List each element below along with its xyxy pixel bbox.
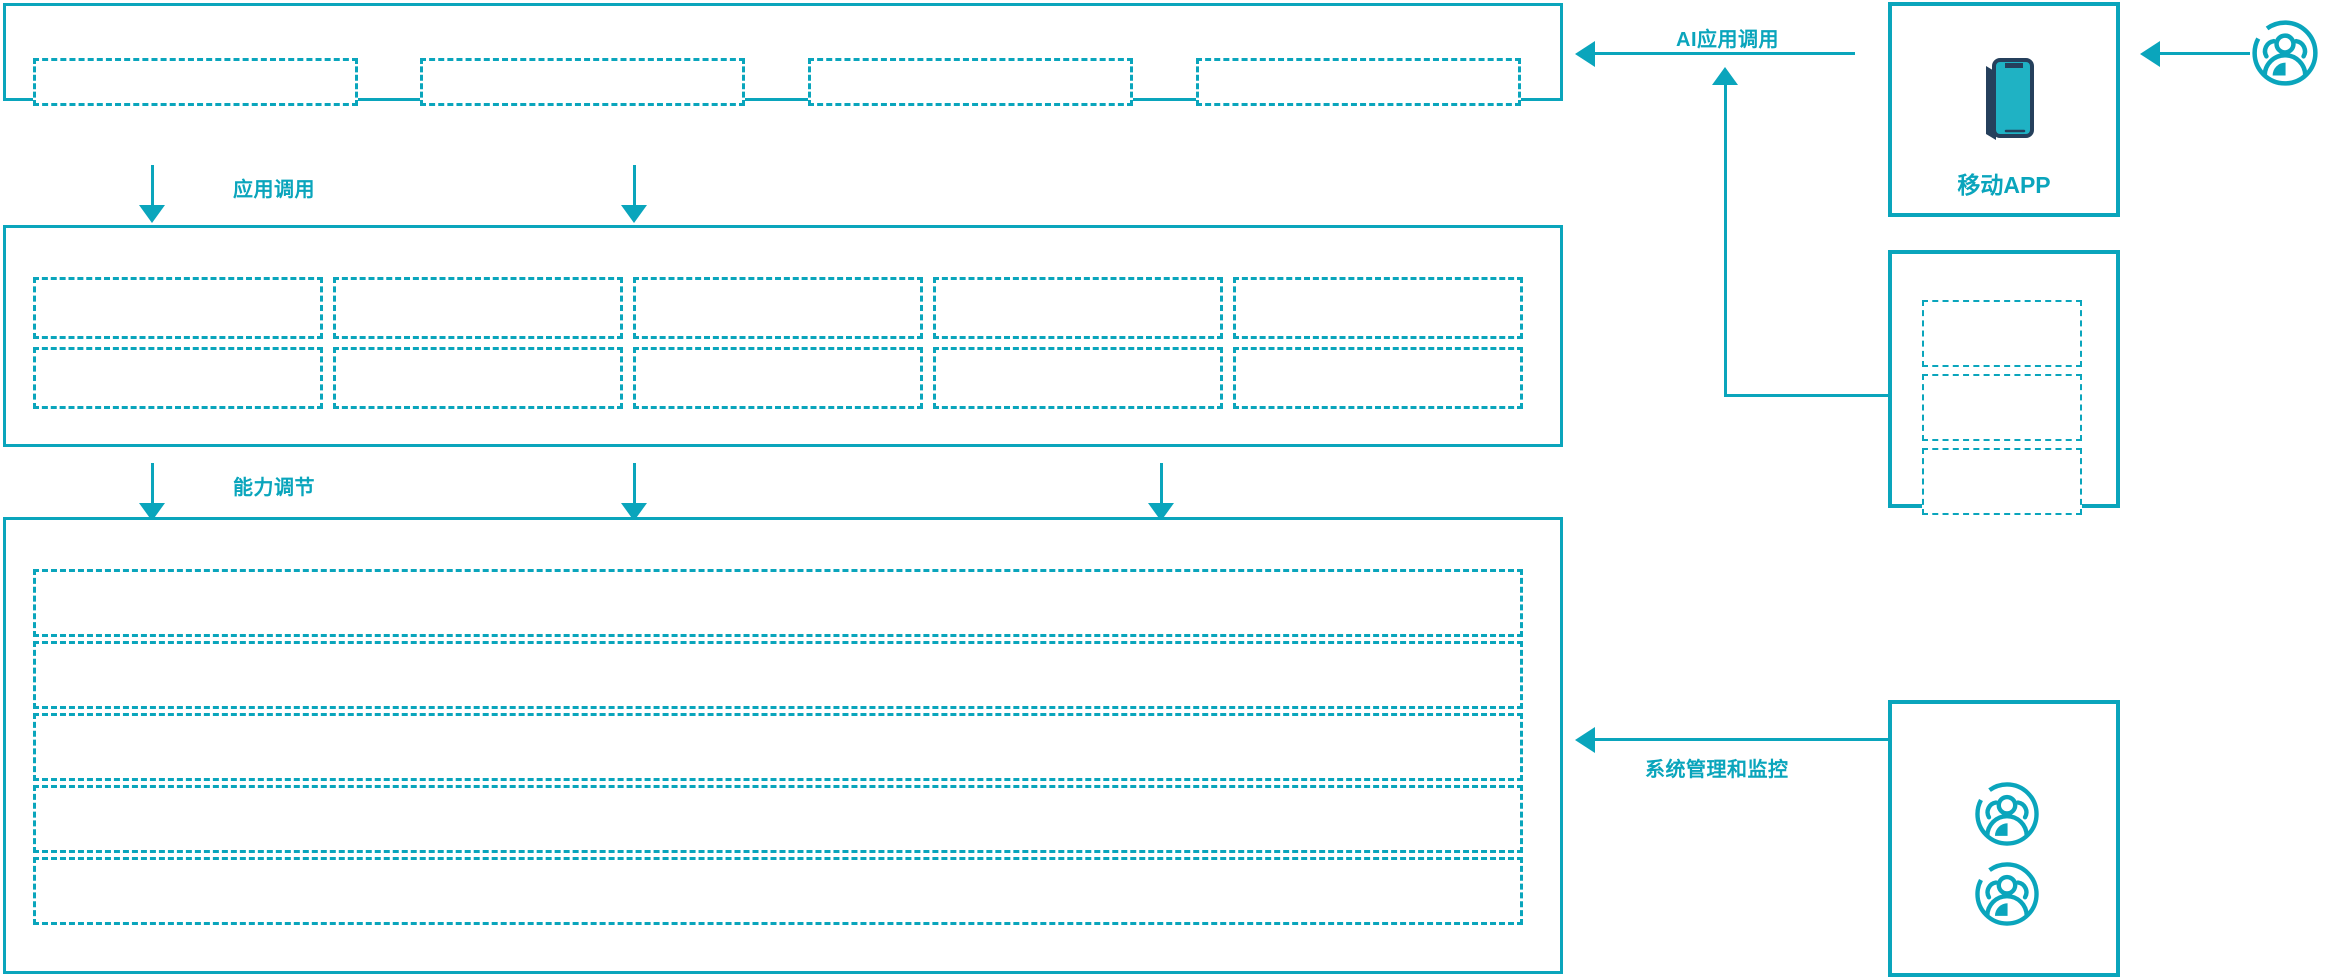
mobile-phone-icon [1978,54,2038,147]
ai-app-invoke-label: AI应用调用 [1676,29,1779,51]
ai-app-invoke-vertical-arrowhead [1712,67,1738,85]
people-group-icon-operator-2 [1972,859,2042,934]
capability-slot-1-bottom[interactable] [33,347,323,409]
application-slot-3[interactable] [808,58,1133,106]
capability-slot-5-top[interactable] [1233,277,1523,339]
capability-adjust-line-2 [633,463,636,513]
capability-adjust-arrowhead-3 [1148,503,1174,521]
infrastructure-row-3[interactable] [33,713,1523,781]
infrastructure-row-2[interactable] [33,641,1523,709]
system-manage-monitor-label: 系统管理和监控 [1645,759,1789,781]
application-slot-2[interactable] [420,58,745,106]
people-group-icon-operator-1 [1972,779,2042,854]
external-user-icon[interactable] [2249,17,2321,94]
capability-adjust-arrowhead-1 [139,503,165,521]
application-slot-1[interactable] [33,58,358,106]
external-user-arrowhead [2140,41,2160,67]
capability-slot-2-top[interactable] [333,277,623,339]
ai-app-invoke-horizontal-line [1595,52,1855,55]
external-user-line [2160,52,2250,55]
capability-slot-2-bottom[interactable] [333,347,623,409]
infrastructure-row-1[interactable] [33,569,1523,637]
capability-slot-1-top[interactable] [33,277,323,339]
system-manage-monitor-line [1595,738,1888,741]
capability-adjust-arrowhead-2 [621,503,647,521]
capability-adjust-label: 能力调节 [233,477,315,499]
channel-slot-1[interactable] [1922,300,2082,367]
capability-slot-4-top[interactable] [933,277,1223,339]
application-slot-4[interactable] [1196,58,1521,106]
ai-app-invoke-arrowhead [1575,41,1595,67]
capability-adjust-line-3 [1160,463,1163,513]
channel-slot-3[interactable] [1922,448,2082,515]
infrastructure-row-5[interactable] [33,857,1523,925]
capability-slot-3-top[interactable] [633,277,923,339]
ai-app-invoke-vertical-line [1724,85,1727,397]
capability-slot-4-bottom[interactable] [933,347,1223,409]
app-invoke-arrowhead-left [139,205,165,223]
capability-slot-5-bottom[interactable] [1233,347,1523,409]
infrastructure-row-4[interactable] [33,785,1523,853]
capability-slot-3-bottom[interactable] [633,347,923,409]
ai-app-invoke-elbow-line [1724,394,1888,397]
mobile-app-box[interactable]: 移动APP [1888,2,2120,217]
app-invoke-line-right [633,165,636,215]
capability-adjust-line-1 [151,463,154,513]
app-invoke-arrowhead-right [621,205,647,223]
channel-slot-2[interactable] [1922,374,2082,441]
mobile-app-label: 移动APP [1957,172,2051,198]
app-invoke-line-left [151,165,154,215]
operators-box[interactable] [1888,700,2120,977]
app-invoke-label: 应用调用 [233,179,315,201]
system-manage-monitor-arrowhead [1575,727,1595,753]
